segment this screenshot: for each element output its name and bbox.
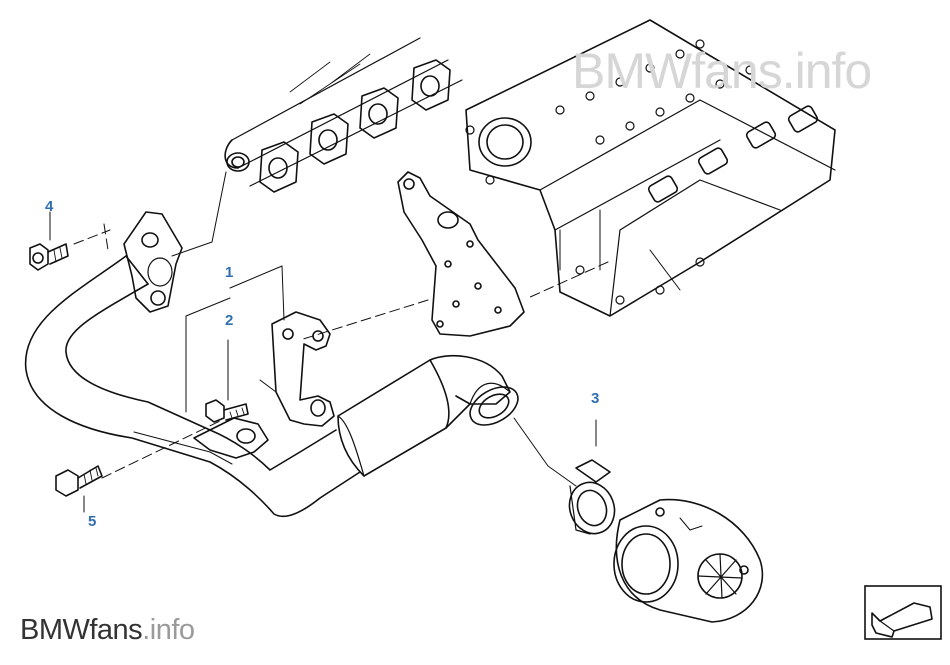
next-diagram-arrow-icon[interactable] [864,585,942,640]
brand-logo: BMWfans.info [20,614,195,647]
support-bracket [397,171,525,337]
brand-watermark-suffix: .info [781,43,873,99]
brand-watermark: BMWfans.info [572,42,873,100]
callout-5[interactable]: 5 [88,513,97,530]
bolt-part-5 [55,465,103,513]
manifold-flange [411,59,451,111]
brand-watermark-name: BMWfans [572,43,783,99]
bolt-part-2 [205,339,249,423]
brand-logo-suffix: .info [142,614,195,646]
intake-ports [647,105,819,203]
callout-4[interactable]: 4 [45,198,54,215]
pipe-bracket [259,311,335,427]
throttle-port [478,117,532,167]
exhaust-manifold [224,37,463,193]
pipe-inlet-flange [123,211,183,313]
pipe-damper-section [337,359,450,477]
hose-clamp [568,419,616,535]
manifold-outlet [226,152,250,172]
egr-valve [613,498,764,623]
manifold-flange [259,141,299,193]
cylinder-head [465,19,836,317]
bolt-part-4 [29,211,111,271]
manifold-flange [359,87,399,139]
pipe-clip [193,417,269,459]
head-bolts [465,39,755,305]
egr-pipe [24,211,519,518]
brand-logo-name: BMWfans [20,614,143,646]
callout-2[interactable]: 2 [225,312,234,329]
manifold-flange [309,113,349,165]
callout-1[interactable]: 1 [225,264,234,281]
pipe-outlet-flange [469,386,519,426]
callout-3[interactable]: 3 [591,390,600,407]
